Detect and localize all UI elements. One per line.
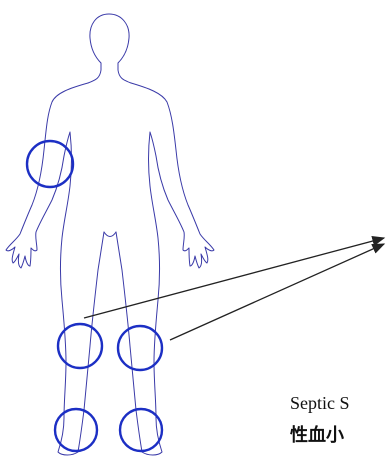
- arrows: [84, 238, 384, 340]
- body-right-side: [116, 83, 214, 455]
- marker-right-elbow: [27, 141, 73, 187]
- joint-markers: [27, 141, 162, 451]
- caption-chinese: 性血小: [290, 421, 344, 447]
- arrow-from-left-knee: [170, 244, 384, 340]
- marker-left-knee: [118, 326, 162, 370]
- crotch-outline: [104, 232, 116, 237]
- head-outline: [88, 14, 131, 83]
- marker-right-ankle: [55, 409, 97, 451]
- arrow-from-right-knee: [84, 238, 384, 318]
- body-outline: [6, 14, 214, 455]
- marker-right-knee: [58, 324, 102, 368]
- caption-english: Septic S: [290, 393, 350, 414]
- body-left-side: [6, 83, 104, 455]
